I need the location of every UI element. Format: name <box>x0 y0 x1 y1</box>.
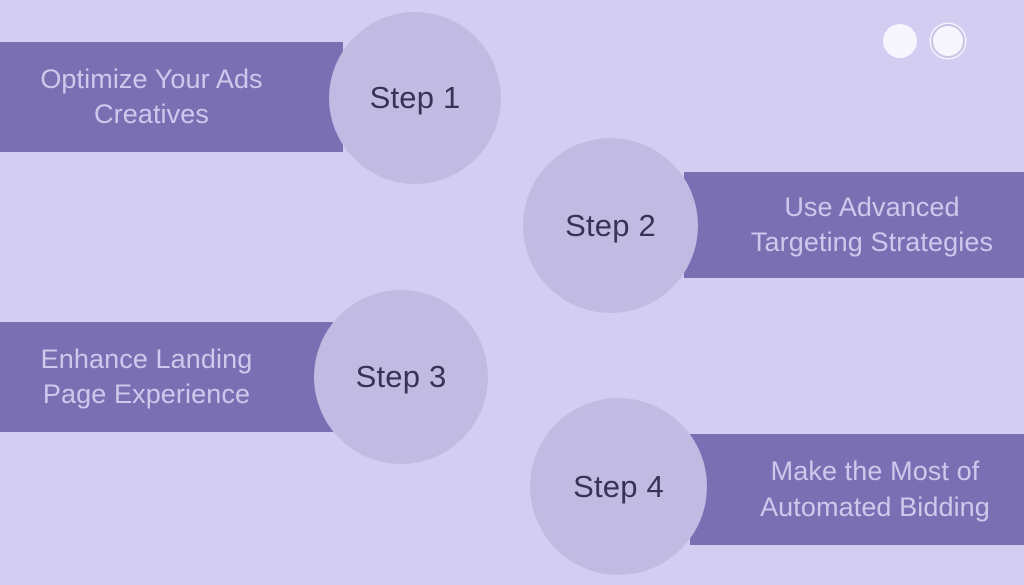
step-3-label-bar: Enhance Landing Page Experience <box>0 322 333 432</box>
step-4-title: Make the Most of Automated Bidding <box>760 456 990 522</box>
step-2-title: Use Advanced Targeting Strategies <box>750 191 994 257</box>
circle-filled-icon <box>883 24 917 58</box>
step-1-label-bar: Optimize Your Ads Creatives <box>0 42 343 152</box>
step-1-title: Optimize Your Ads Creatives <box>40 63 263 129</box>
step-3-circle: Step 3 <box>314 290 488 464</box>
step-2-label-bar: Use Advanced Targeting Strategies <box>684 172 1024 278</box>
step-2-number-label: Step 2 <box>565 207 656 243</box>
step-4-number-label: Step 4 <box>573 468 664 504</box>
step-4-circle: Step 4 <box>530 398 707 575</box>
step-2-circle: Step 2 <box>523 138 698 313</box>
step-1-number-label: Step 1 <box>369 80 461 115</box>
step-4-label-bar: Make the Most of Automated Bidding <box>690 434 1024 545</box>
step-3-title: Enhance Landing Page Experience <box>40 343 253 409</box>
step-1-circle: Step 1 <box>329 12 501 184</box>
circle-outline-icon <box>931 24 965 58</box>
step-3-number-label: Step 3 <box>355 359 447 394</box>
